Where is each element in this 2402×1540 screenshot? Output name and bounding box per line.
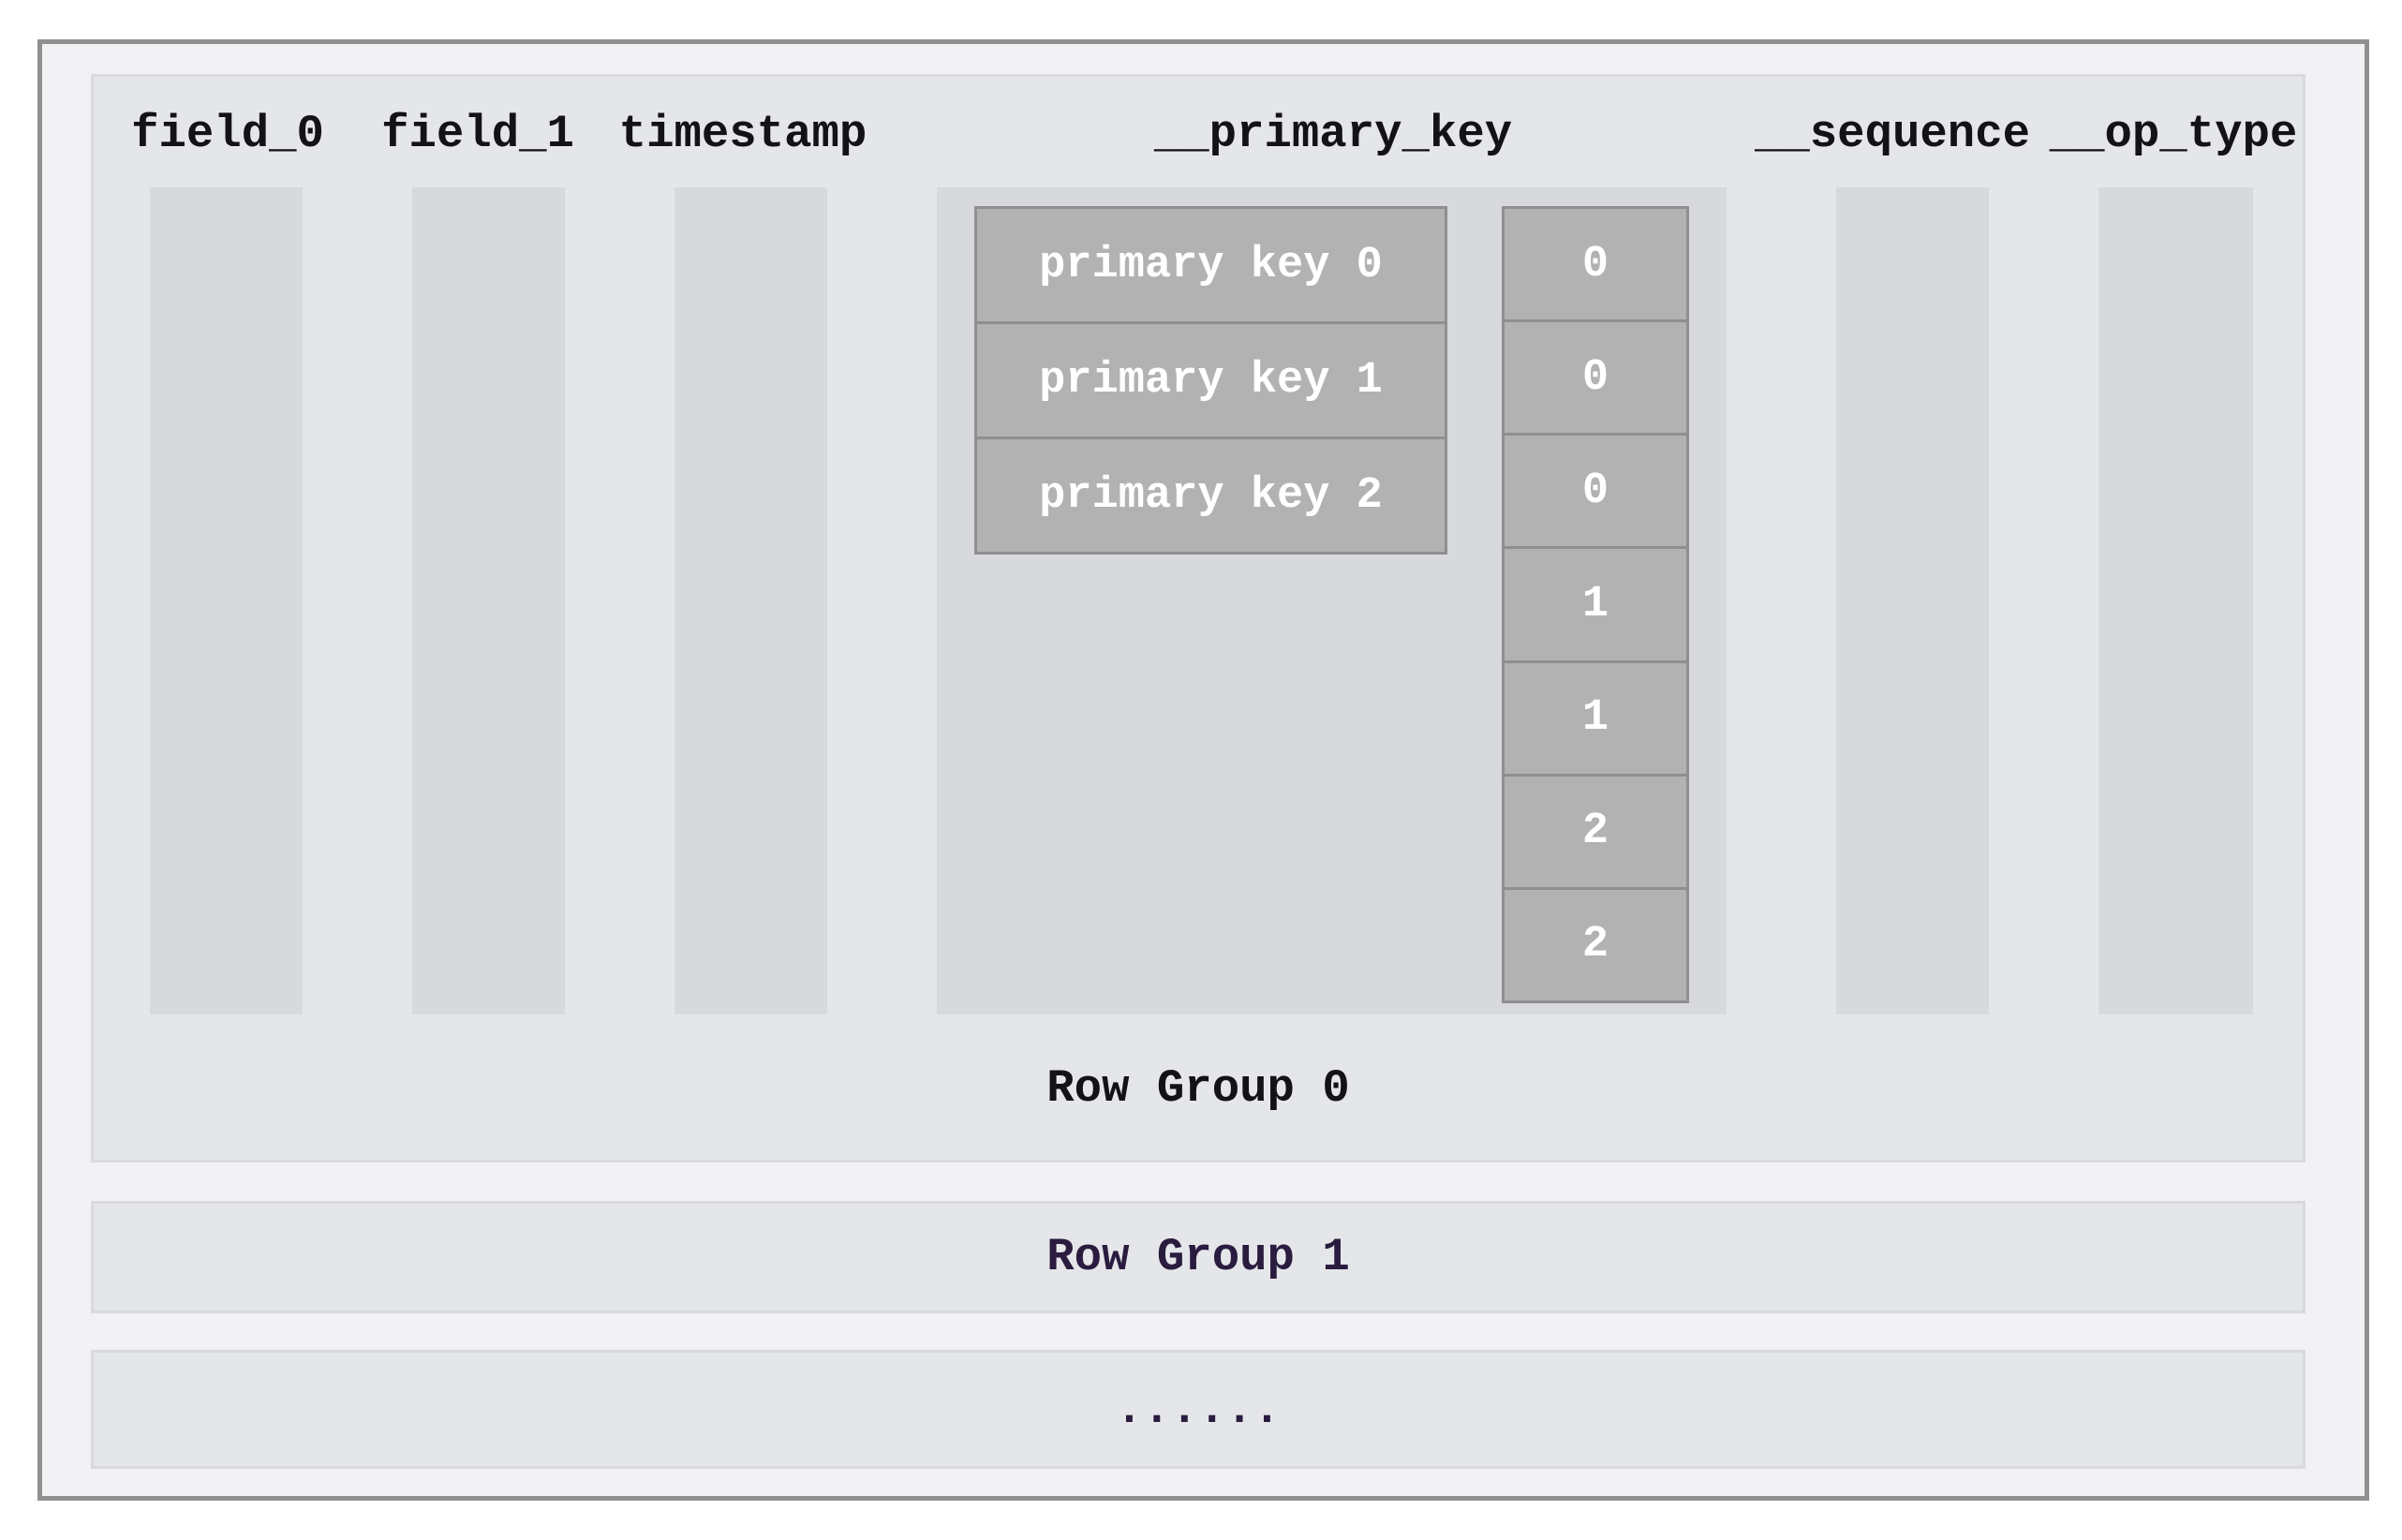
column-header-field-1: field_1 — [381, 108, 574, 160]
column-strip-sequence — [1836, 187, 1989, 1014]
primary-key-cell-stack: primary key 0 primary key 1 primary key … — [974, 206, 1447, 555]
column-header-sequence: __sequence — [1754, 108, 2031, 160]
file-outer-frame: field_0 field_1 timestamp __primary_key … — [37, 39, 2369, 1501]
row-group-1-label: Row Group 1 — [1046, 1231, 1350, 1283]
row-group-ellipsis-label: ...... — [1115, 1383, 1282, 1436]
sequence-cell: 0 — [1505, 209, 1686, 320]
sequence-cell: 2 — [1505, 773, 1686, 887]
column-strip-op-type — [2098, 187, 2253, 1014]
primary-key-cell: primary key 0 — [977, 209, 1445, 321]
column-header-primary-key: __primary_key — [1153, 108, 1513, 160]
row-group-0: field_0 field_1 timestamp __primary_key … — [91, 74, 2306, 1162]
row-group-ellipsis: ...... — [91, 1350, 2306, 1469]
primary-key-cell: primary key 1 — [977, 321, 1445, 437]
sequence-cell: 0 — [1505, 319, 1686, 434]
primary-key-cell: primary key 2 — [977, 437, 1445, 552]
column-strip-field-0 — [150, 187, 303, 1014]
column-header-timestamp: timestamp — [618, 108, 867, 160]
column-strip-timestamp — [675, 187, 827, 1014]
column-header-field-0: field_0 — [131, 108, 324, 160]
sequence-cell-stack: 0 0 0 1 1 2 2 — [1502, 206, 1689, 1003]
column-strip-field-1 — [412, 187, 565, 1014]
column-header-op-type: __op_type — [2049, 108, 2298, 160]
sequence-cell: 2 — [1505, 886, 1686, 1000]
row-group-1: Row Group 1 — [91, 1201, 2306, 1313]
sequence-cell: 1 — [1505, 659, 1686, 774]
sequence-cell: 1 — [1505, 546, 1686, 660]
sequence-cell: 0 — [1505, 433, 1686, 547]
row-group-0-label: Row Group 0 — [1046, 1062, 1350, 1115]
